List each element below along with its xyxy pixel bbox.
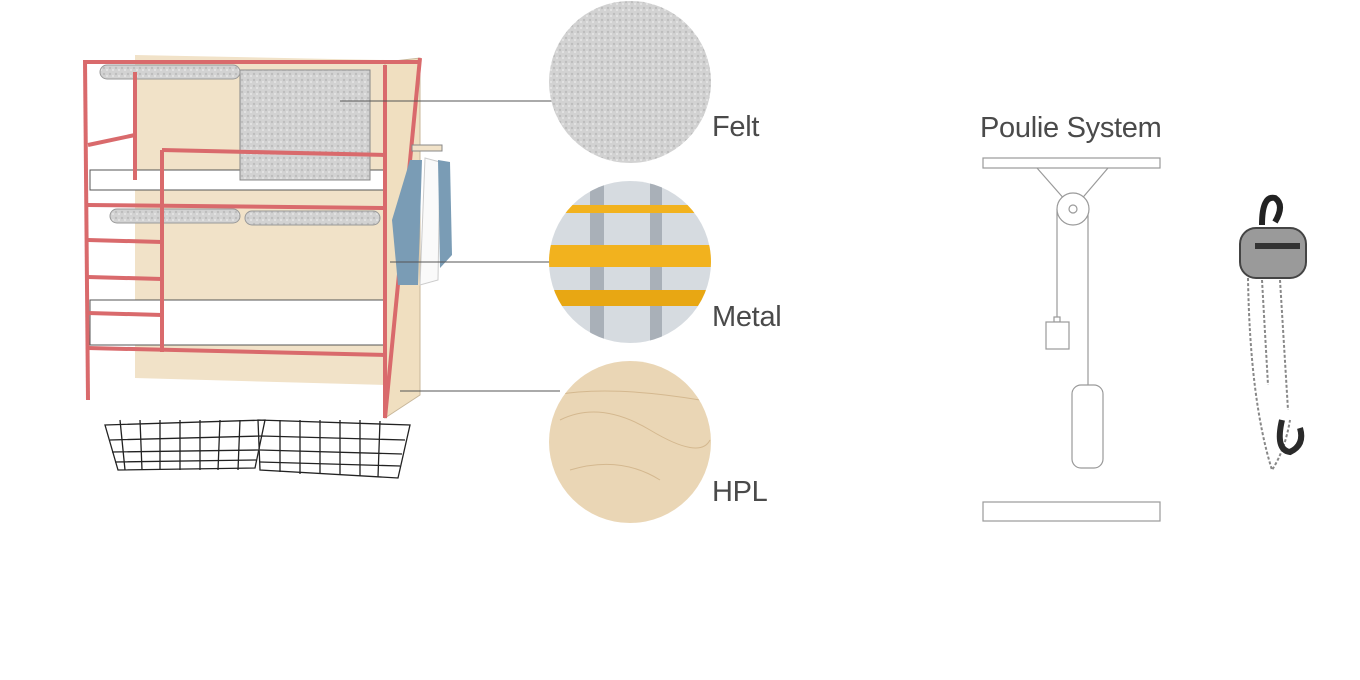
metal-label: Metal xyxy=(712,301,782,333)
felt-panel xyxy=(239,69,371,181)
wire-baskets xyxy=(104,419,411,479)
shelving-unit-sketch xyxy=(83,55,452,479)
hpl-swatch xyxy=(549,361,711,523)
hpl-label: HPL xyxy=(712,476,768,508)
red-frame xyxy=(83,57,422,419)
metal-swatch xyxy=(549,181,711,343)
pulley-diagram xyxy=(982,157,1161,522)
poulie-system-title: Poulie System xyxy=(980,112,1162,144)
chain-hoist-photo xyxy=(1239,194,1307,473)
leader-lines xyxy=(340,100,560,392)
felt-label: Felt xyxy=(712,111,760,143)
hanging-clothes xyxy=(392,144,452,286)
felt-swatch xyxy=(549,1,711,163)
